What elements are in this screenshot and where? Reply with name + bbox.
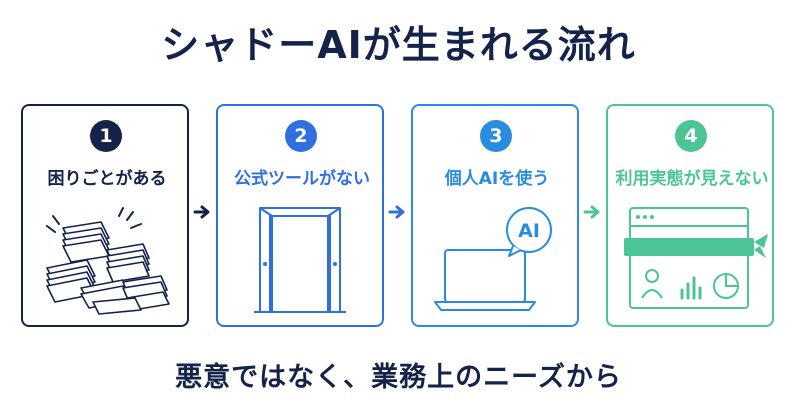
arrow-right-icon (193, 205, 210, 219)
step-label-3: 個人AIを使う (444, 169, 550, 189)
step-label-1: 困りごとがある (47, 169, 167, 189)
step-number-4: 4 (675, 120, 707, 152)
step-card-3: 3 個人AIを使う AI (411, 104, 579, 327)
step-number-3: 3 (480, 120, 512, 152)
step-number-2: 2 (285, 120, 317, 152)
arrow-right-icon (388, 205, 405, 219)
step-label-4: 利用実態が見えない (615, 169, 769, 189)
step-number-1: 1 (90, 120, 122, 152)
paper-stacks-icon (46, 207, 170, 315)
ai-badge: AI (518, 220, 540, 242)
open-door-icon (254, 207, 346, 313)
laptop-ai-icon: AI (434, 207, 552, 311)
step-card-4: 4 利用実態が見えない (606, 104, 774, 327)
page-title: シャドーAIが生まれる流れ (161, 23, 636, 67)
blindfolded-dashboard-icon (624, 207, 768, 309)
step-card-2: 2 公式ツールがない (216, 104, 384, 327)
footer-caption: 悪意ではなく、業務上のニーズから (175, 362, 622, 393)
step-card-1: 1 困りごとがある (21, 104, 189, 327)
step-label-2: 公式ツールがない (234, 169, 370, 189)
arrow-right-icon (583, 205, 600, 219)
